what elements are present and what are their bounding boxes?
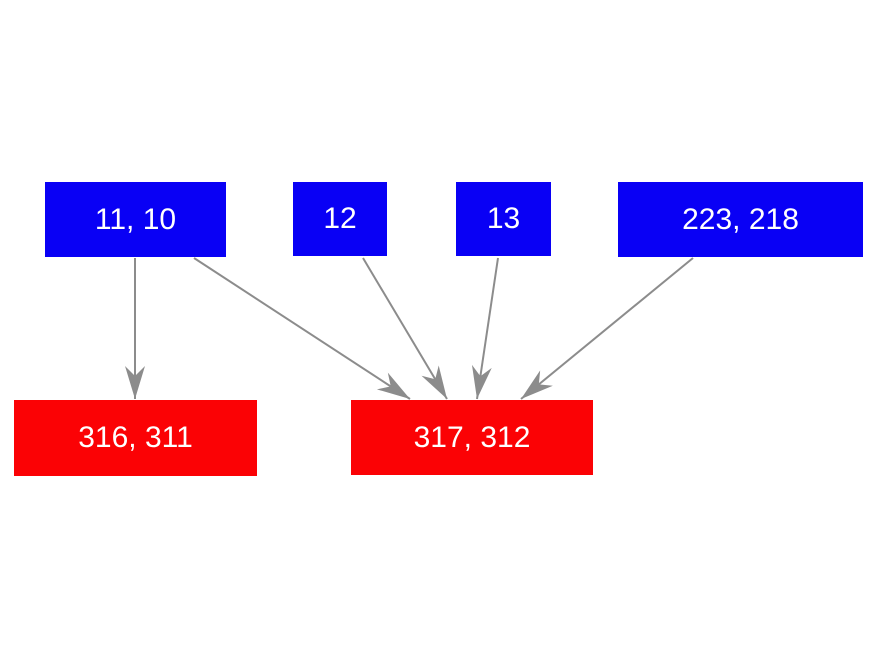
edge-node-223-218-to-node-317-312 <box>520 257 694 400</box>
node-13: 13 <box>456 182 551 256</box>
node-12: 12 <box>293 182 387 256</box>
node-label: 316, 311 <box>78 421 193 454</box>
edge-node-12-to-node-317-312 <box>362 257 448 400</box>
node-317-312: 317, 312 <box>351 400 593 475</box>
edge-node-13-to-node-317-312 <box>471 257 499 400</box>
node-label: 11, 10 <box>94 202 177 236</box>
node-label: 317, 312 <box>413 420 531 454</box>
node-label: 13 <box>486 202 521 235</box>
node-316-311: 316, 311 <box>14 400 257 476</box>
node-11-10: 11, 10 <box>45 182 226 257</box>
node-223-218: 223, 218 <box>618 182 863 257</box>
edge-node-11-10-to-node-317-312 <box>193 257 411 400</box>
node-label: 12 <box>323 202 357 235</box>
node-label: 223, 218 <box>682 202 799 236</box>
